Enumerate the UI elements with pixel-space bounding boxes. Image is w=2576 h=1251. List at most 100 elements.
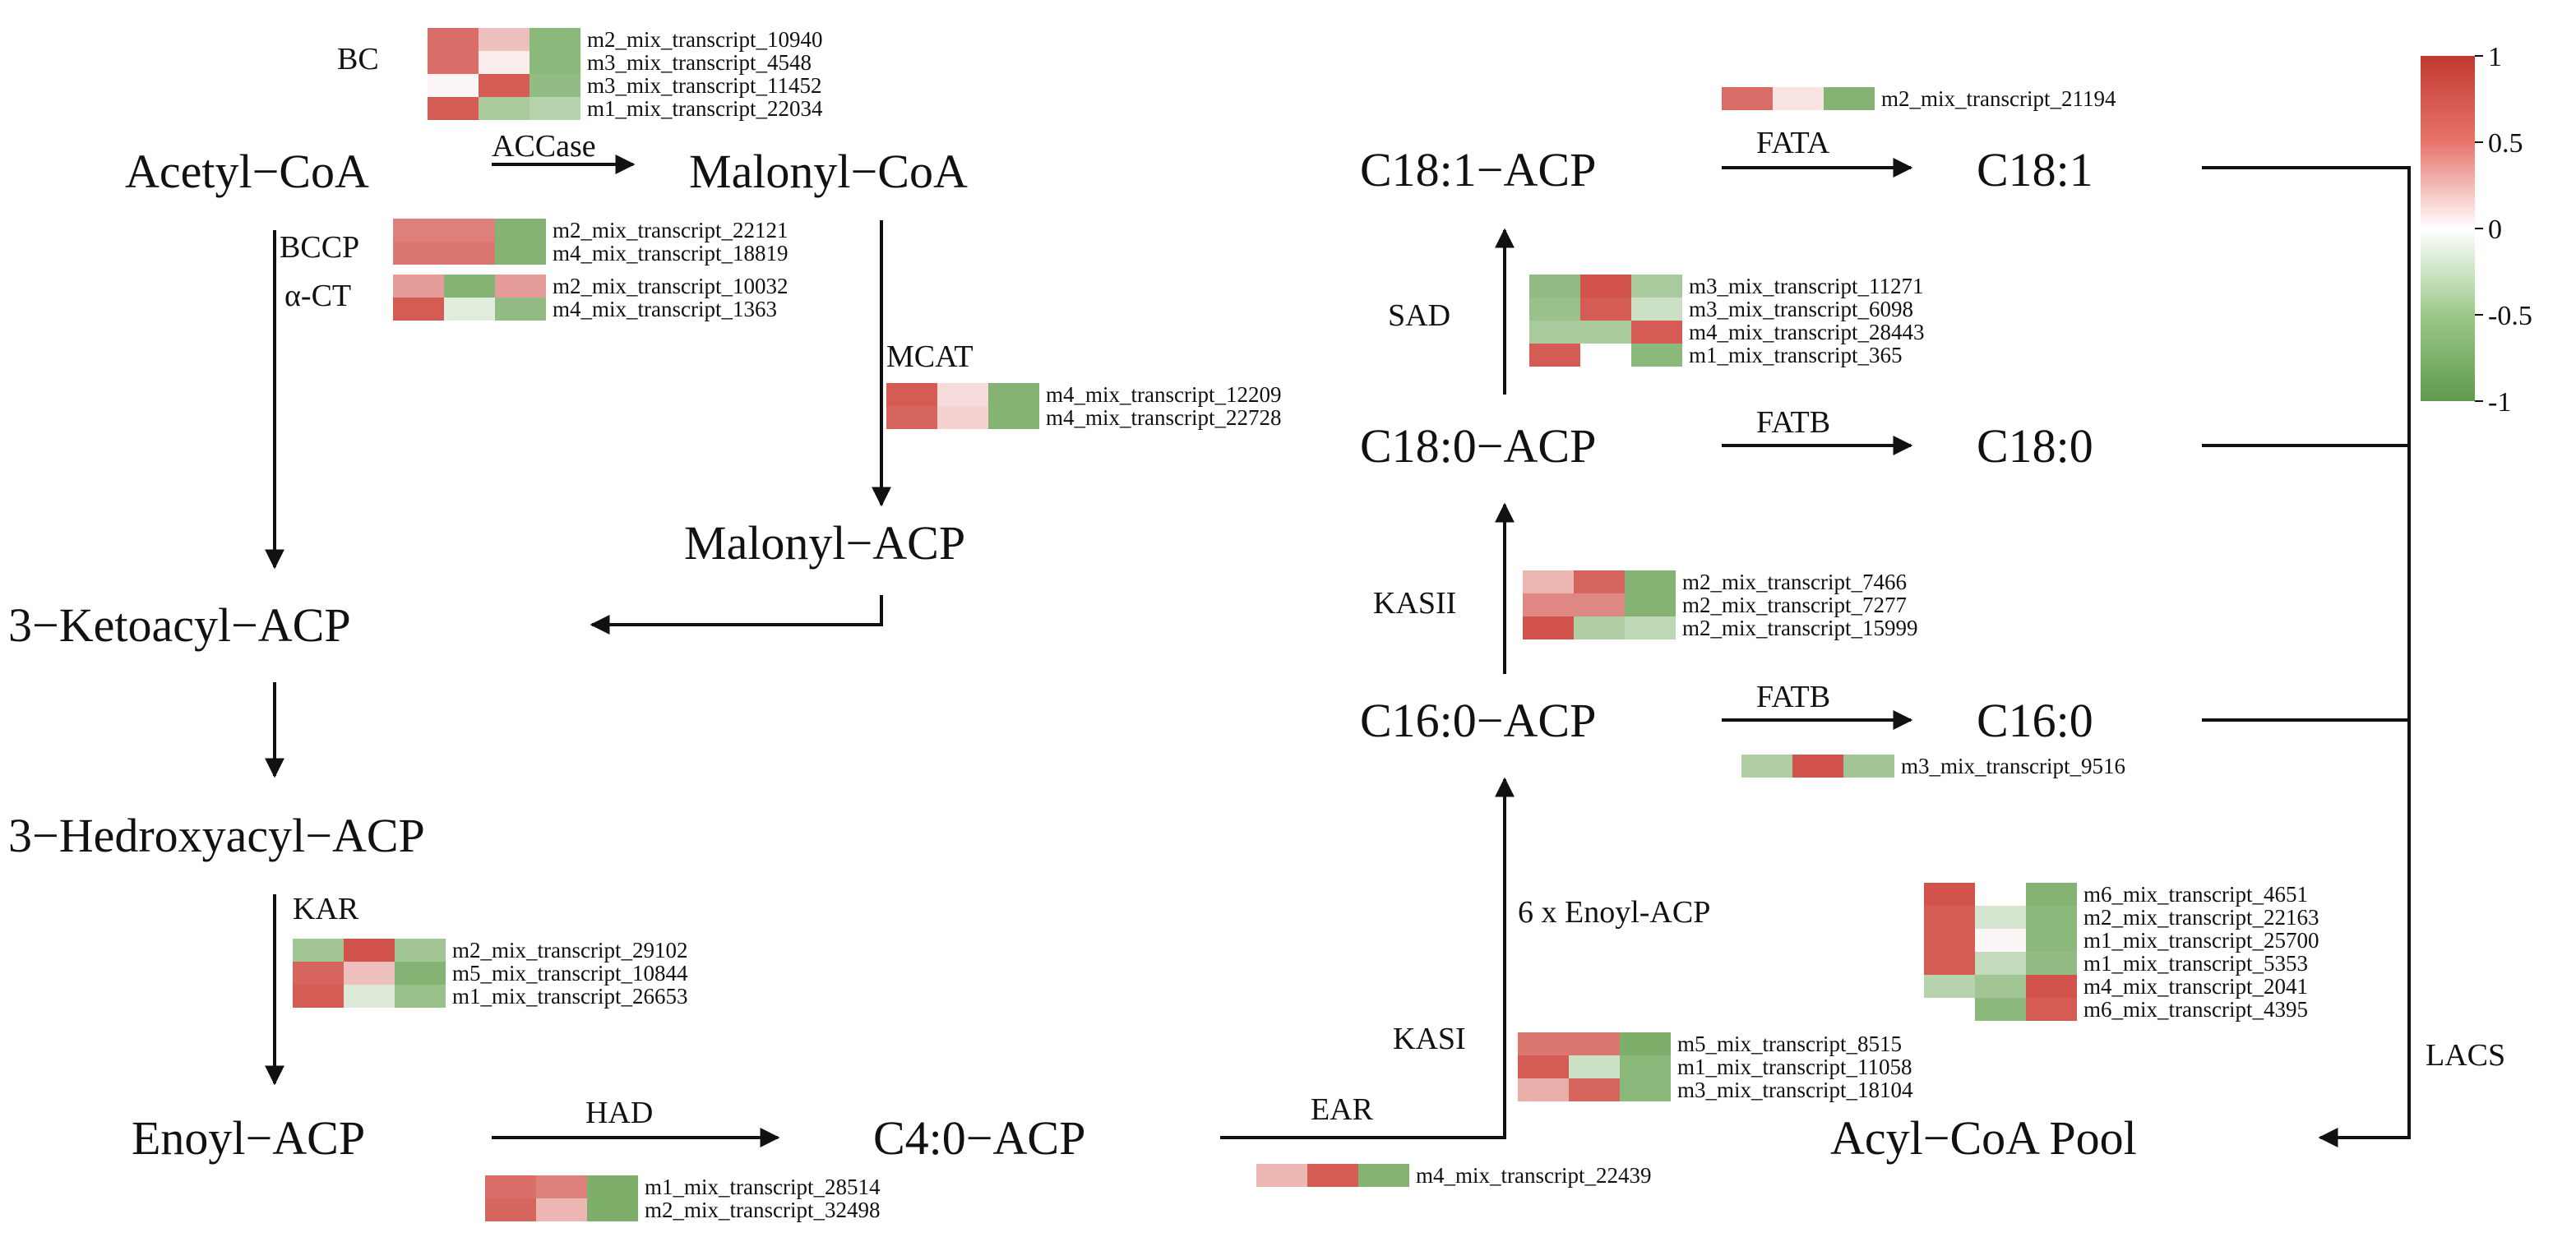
node-acyl-coa-pool: Acyl−CoA Pool [1830,1111,2137,1165]
heatmap-cell [393,275,444,298]
heatmap-cell [1358,1164,1409,1187]
heatmap-ear: m4_mix_transcript_22439 [1256,1163,1651,1188]
heatmap-cell [2026,883,2077,906]
heatmap-cell [495,298,546,321]
transcript-label: m2_mix_transcript_10940 [587,27,822,52]
heatmap-cell [1625,616,1676,639]
transcript-label: m1_mix_transcript_26653 [452,984,687,1009]
enzyme-fatb-c16: FATB [1756,680,1830,714]
heatmap-cell [344,985,395,1008]
transcript-label: m6_mix_transcript_4395 [2083,997,2308,1022]
transcript-label: m1_mix_transcript_25700 [2083,928,2319,953]
edge-malonylacp-to-ketoacyl [590,595,883,635]
heatmap-cell [536,1198,587,1221]
heatmap-cell [393,219,444,242]
enzyme-6-enoyl-acp: 6 x Enoyl-ACP [1518,895,1710,930]
heatmap-cell [1620,1055,1671,1078]
heatmap-cell [1975,998,2026,1021]
heatmap-cell [937,383,988,406]
edge-c4-to-c16acp [1220,777,1515,1139]
transcript-label: m5_mix_transcript_8515 [1677,1032,1902,1056]
heatmap-cell [1924,975,1975,998]
heatmap-cell [1569,1078,1620,1101]
heatmap-cell [2026,998,2077,1021]
enzyme-kar: KAR [293,892,359,926]
heatmap-cell [495,242,546,265]
enzyme-act: α-CT [284,279,351,313]
heatmap-cell [1518,1055,1569,1078]
heatmap-cell [1631,344,1682,367]
heatmap-cell [1631,275,1682,298]
heatmap-bc: m2_mix_transcript_10940m3_mix_transcript… [428,27,823,121]
heatmap-cell [393,298,444,321]
heatmap-cell [530,28,580,51]
transcript-label: m2_mix_transcript_7466 [1682,570,1907,594]
heatmap-cell [1924,906,1975,929]
heatmap-cell [1625,570,1676,593]
heatmap-cell [886,383,937,406]
transcript-label: m2_mix_transcript_7277 [1682,593,1907,617]
heatmap-cell [1975,952,2026,975]
heatmap-kasii: m2_mix_transcript_7466m2_mix_transcript_… [1523,570,1917,640]
node-c16-acp: C16:0−ACP [1360,694,1596,747]
heatmap-cell [293,962,344,985]
enzyme-sad: SAD [1388,298,1450,333]
heatmap-cell [1741,755,1792,778]
heatmap-cell [1580,321,1631,344]
node-c18-0: C18:0 [1977,419,2093,473]
heatmap-cell [1924,883,1975,906]
heatmap-cell [1620,1032,1671,1055]
heatmap-act: m2_mix_transcript_10032m4_mix_transcript… [393,274,788,321]
colorbar: 10.50-0.5-1 [2421,42,2532,418]
transcript-label: m2_mix_transcript_22163 [2083,905,2319,930]
heatmap-cell [1569,1032,1620,1055]
heatmap-cell [1625,593,1676,616]
node-malonyl-coa: Malonyl−CoA [689,145,968,198]
heatmap-cell [1620,1078,1671,1101]
enzyme-fata: FATA [1756,126,1830,160]
transcript-label: m2_mix_transcript_29102 [452,938,687,962]
heatmap-cell [2026,952,2077,975]
enzyme-kasi: KASI [1393,1022,1466,1056]
node-acetyl-coa: Acetyl−CoA [125,145,369,198]
heatmap-cell [1975,975,2026,998]
transcript-label: m2_mix_transcript_22121 [553,218,788,242]
heatmap-cell [479,28,530,51]
heatmap-cell [1529,344,1580,367]
colorbar-tick-label: 0.5 [2488,128,2523,159]
heatmap-cell [344,939,395,962]
colorbar-tick-label: 1 [2488,42,2502,72]
heatmap-cell [485,1198,536,1221]
heatmap-cell [395,962,446,985]
node-c16: C16:0 [1977,694,2093,747]
heatmap-cell [444,242,495,265]
heatmaps: m2_mix_transcript_10940 m3_mix_transcript… [293,27,2319,1222]
heatmap-cell [293,939,344,962]
node-c18-0-acp: C18:0−ACP [1360,419,1596,473]
heatmap-cell [530,97,580,120]
enzyme-bc: BC [337,42,379,76]
heatmap-cell [293,985,344,1008]
heatmap-cell [1975,906,2026,929]
heatmap-fata: m2_mix_transcript_21194 [1722,86,2116,111]
transcript-label: m1_mix_transcript_5353 [2083,951,2308,976]
transcript-label: m3_mix_transcript_18104 [1677,1078,1913,1102]
heatmap-fatb16: m3_mix_transcript_9516 [1741,754,2125,778]
heatmap-cell [2026,906,2077,929]
transcript-label: m1_mix_transcript_11058 [1677,1055,1912,1079]
heatmap-cell [1792,755,1843,778]
heatmap-cell [479,74,530,97]
heatmap-cell [1529,321,1580,344]
heatmap-kar: m2_mix_transcript_29102m5_mix_transcript… [293,938,688,1009]
heatmap-cell [395,985,446,1008]
heatmap-cell [1580,298,1631,321]
heatmap-cell [479,51,530,74]
heatmap-cell [536,1175,587,1198]
node-c4-acp: C4:0−ACP [873,1111,1085,1165]
enzyme-mcat: MCAT [886,339,974,374]
heatmap-kasi: m5_mix_transcript_8515m1_mix_transcript_… [1518,1032,1913,1102]
enzyme-lacs: LACS [2426,1038,2505,1073]
heatmap-cell [393,242,444,265]
heatmap-cell [886,406,937,429]
